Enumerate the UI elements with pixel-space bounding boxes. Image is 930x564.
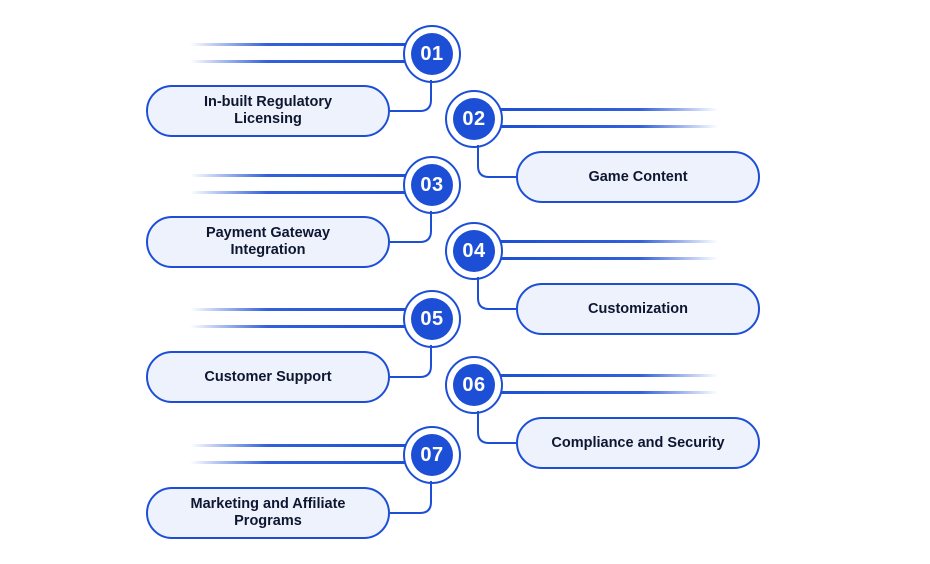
step-2-number: 02 (453, 98, 495, 140)
step-4-label: Customization (588, 300, 688, 317)
step-6-label: Compliance and Security (551, 434, 725, 451)
step-7-label: Marketing and Affiliate Programs (190, 496, 346, 529)
step-1-label: In-built Regulatory Licensing (203, 94, 333, 127)
step-2-label: Game Content (588, 168, 688, 185)
step-3-label: Payment Gateway Integration (205, 225, 331, 258)
step-7-number: 07 (411, 434, 453, 476)
step-5-number: 05 (411, 298, 453, 340)
step-5-label-box: Customer Support (146, 351, 390, 403)
step-4-number: 04 (453, 230, 495, 272)
step-7-label-box: Marketing and Affiliate Programs (146, 487, 390, 539)
step-1-label-box: In-built Regulatory Licensing (146, 85, 390, 137)
step-2-label-box: Game Content (516, 151, 760, 203)
step-1-number: 01 (411, 33, 453, 75)
step-6-label-box: Compliance and Security (516, 417, 760, 469)
step-3-label-box: Payment Gateway Integration (146, 216, 390, 268)
step-5-label: Customer Support (204, 368, 332, 385)
step-4-label-box: Customization (516, 283, 760, 335)
step-6-number: 06 (453, 364, 495, 406)
step-3-number: 03 (411, 164, 453, 206)
